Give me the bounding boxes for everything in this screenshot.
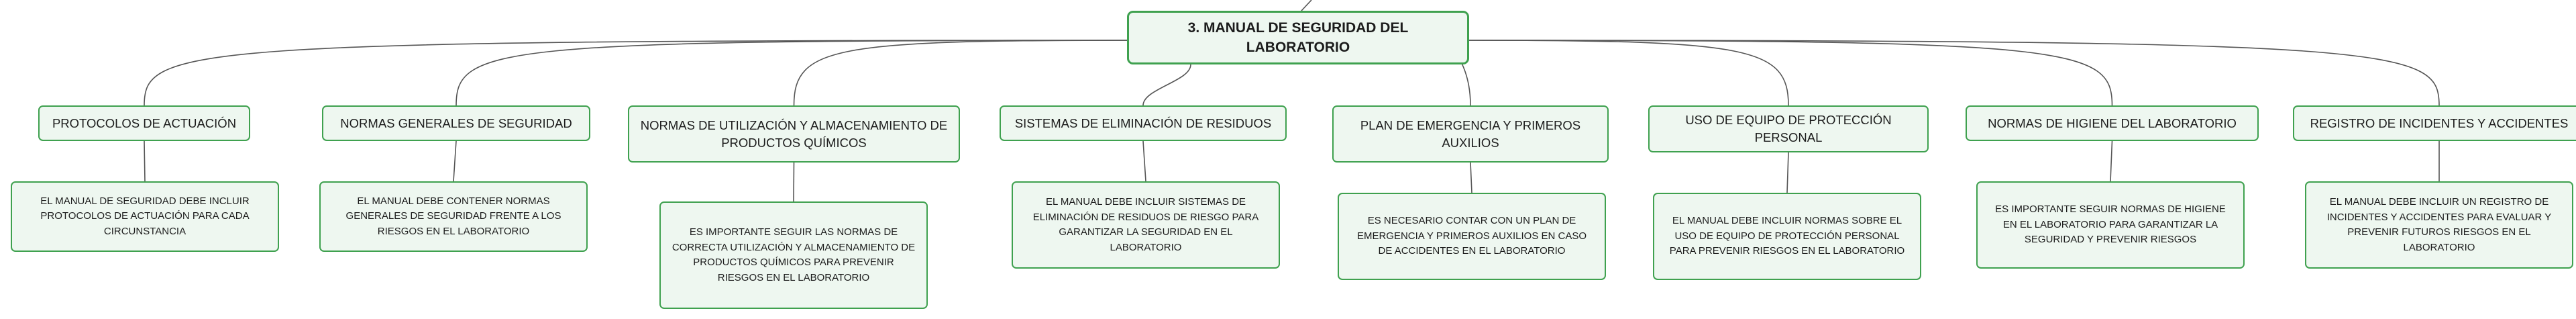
category-node-normas-generales[interactable]: NORMAS GENERALES DE SEGURIDAD [322,105,590,141]
root-to-category-connector [1468,40,2113,106]
category-node-productos-quimicos[interactable]: NORMAS DE UTILIZACIÓN Y ALMACENAMIENTO D… [628,105,960,163]
category-label: NORMAS DE HIGIENE DEL LABORATORIO [1988,116,2237,130]
category-node-registro-incidentes[interactable]: REGISTRO DE INCIDENTES Y ACCIDENTES [2293,105,2576,141]
root-to-category-connector [1468,40,1789,106]
root-to-category-connector [1468,40,2440,106]
category-to-detail-connector [1142,140,1146,182]
category-label: NORMAS DE UTILIZACIÓN Y ALMACENAMIENTO D… [640,118,948,150]
category-node-equipo-proteccion[interactable]: USO DE EQUIPO DE PROTECCIÓN PERSONAL [1648,105,1929,152]
detail-text: EL MANUAL DEBE INCLUIR UN REGISTRO DE IN… [2326,196,2552,253]
category-node-protocolos[interactable]: PROTOCOLOS DE ACTUACIÓN [38,105,250,141]
detail-text: ES IMPORTANTE SEGUIR LAS NORMAS DE CORRE… [672,226,916,283]
root-to-category-connector [793,40,1128,106]
category-label: SISTEMAS DE ELIMINACIÓN DE RESIDUOS [1014,116,1272,130]
detail-node-eliminacion-residuos[interactable]: EL MANUAL DEBE INCLUIR SISTEMAS DE ELIMI… [1012,181,1280,269]
detail-node-protocolos[interactable]: EL MANUAL DE SEGURIDAD DEBE INCLUIR PROT… [11,181,279,252]
root-node[interactable]: 3. MANUAL DE SEGURIDAD DEL LABORATORIO [1127,11,1469,64]
category-label: USO DE EQUIPO DE PROTECCIÓN PERSONAL [1685,113,1892,144]
detail-node-higiene[interactable]: ES IMPORTANTE SEGUIR NORMAS DE HIGIENE E… [1976,181,2245,269]
category-node-plan-emergencia[interactable]: PLAN DE EMERGENCIA Y PRIMEROS AUXILIOS [1332,105,1609,163]
detail-text: EL MANUAL DEBE INCLUIR NORMAS SOBRE EL U… [1669,215,1905,257]
category-node-higiene[interactable]: NORMAS DE HIGIENE DEL LABORATORIO [1966,105,2259,141]
parent-connector [1301,0,1312,11]
category-label: NORMAS GENERALES DE SEGURIDAD [340,116,572,130]
category-label: REGISTRO DE INCIDENTES Y ACCIDENTES [2310,116,2569,130]
category-label: PROTOCOLOS DE ACTUACIÓN [52,116,237,130]
root-to-category-connector [1142,64,1191,106]
root-to-category-connector [455,40,1128,106]
detail-node-normas-generales[interactable]: EL MANUAL DEBE CONTENER NORMAS GENERALES… [319,181,588,252]
category-to-detail-connector [453,140,457,182]
detail-text: EL MANUAL DEBE CONTENER NORMAS GENERALES… [345,195,561,237]
root-to-category-connector [144,40,1128,106]
category-to-detail-connector [144,140,146,182]
detail-node-equipo-proteccion[interactable]: EL MANUAL DEBE INCLUIR NORMAS SOBRE EL U… [1653,193,1921,280]
detail-text: EL MANUAL DEBE INCLUIR SISTEMAS DE ELIMI… [1032,196,1259,253]
root-label: 3. MANUAL DE SEGURIDAD DEL LABORATORIO [1187,20,1409,55]
category-node-eliminacion-residuos[interactable]: SISTEMAS DE ELIMINACIÓN DE RESIDUOS [1000,105,1287,141]
category-to-detail-connector [2110,140,2113,182]
category-to-detail-connector [1470,162,1472,193]
detail-text: ES NECESARIO CONTAR CON UN PLAN DE EMERG… [1356,215,1587,257]
detail-node-plan-emergencia[interactable]: ES NECESARIO CONTAR CON UN PLAN DE EMERG… [1338,193,1606,280]
detail-text: ES IMPORTANTE SEGUIR NORMAS DE HIGIENE E… [1995,203,2226,246]
detail-node-productos-quimicos[interactable]: ES IMPORTANTE SEGUIR LAS NORMAS DE CORRE… [659,201,928,309]
detail-text: EL MANUAL DE SEGURIDAD DEBE INCLUIR PROT… [40,195,250,237]
category-label: PLAN DE EMERGENCIA Y PRIMEROS AUXILIOS [1360,118,1581,150]
category-to-detail-connector [1786,152,1789,193]
detail-node-registro-incidentes[interactable]: EL MANUAL DEBE INCLUIR UN REGISTRO DE IN… [2305,181,2573,269]
